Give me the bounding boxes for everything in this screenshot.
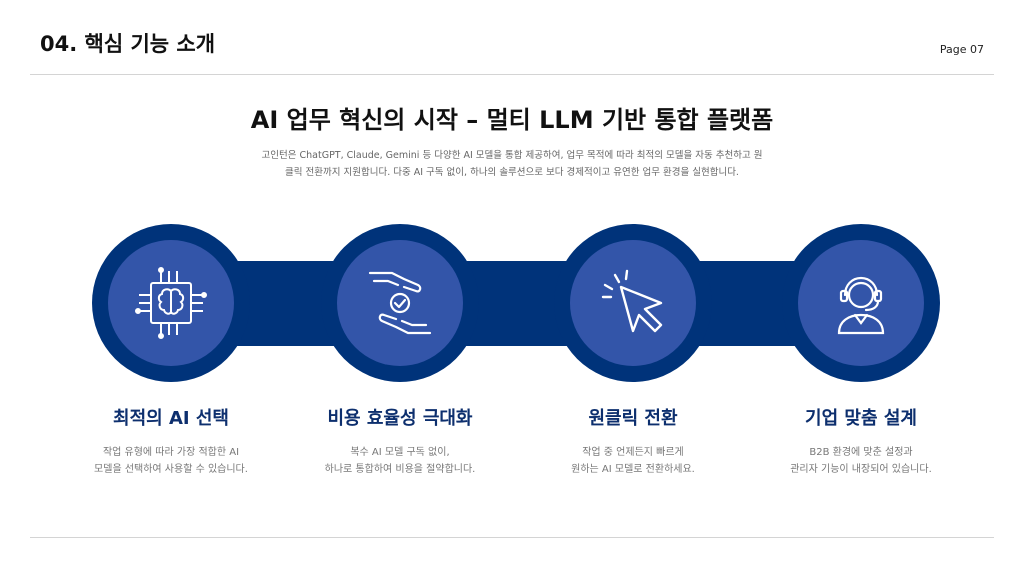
feature-title: 원클릭 전환 (588, 408, 678, 429)
page-number: Page 07 (939, 43, 984, 56)
feature-desc: 작업 유형에 따라 가장 적합한 AI 모델을 선택하여 사용할 수 있습니다. (41, 444, 301, 478)
desc-line: 하나로 통합하여 비용을 절약합니다. (324, 464, 476, 475)
feature-circle-4 (782, 224, 940, 382)
intro-line: 클릭 전환까지 지원합니다. 다중 AI 구독 없이, 하나의 솔루션으로 보다… (285, 167, 739, 178)
hands-check-icon (368, 271, 432, 335)
desc-line: 작업 중 언제든지 빠르게 (582, 447, 684, 458)
desc-line: 관리자 기능이 내장되어 있습니다. (790, 464, 932, 475)
desc-line: 모델을 선택하여 사용할 수 있습니다. (94, 464, 248, 475)
desc-line: 원하는 AI 모델로 전환하세요. (571, 464, 695, 475)
intro-text: 고인턴은 ChatGPT, Claude, Gemini 등 다양한 AI 모델… (230, 147, 794, 181)
feature-circle-2 (321, 224, 479, 382)
cursor-click-icon (601, 269, 663, 333)
desc-line: 작업 유형에 따라 가장 적합한 AI (102, 447, 240, 458)
connector-band (171, 261, 861, 346)
desc-line: B2B 환경에 맞춘 설정과 (809, 447, 913, 458)
section-title: 04. 핵심 기능 소개 (40, 32, 216, 56)
desc-line: 복수 AI 모델 구독 없이, (350, 447, 450, 458)
top-divider (30, 74, 994, 75)
bottom-divider (30, 537, 994, 538)
ai-chip-brain-icon (135, 267, 207, 339)
headline: AI 업무 혁신의 시작 – 멀티 LLM 기반 통합 플랫폼 (250, 106, 774, 134)
feature-title: 최적의 AI 선택 (113, 408, 229, 429)
feature-desc: 복수 AI 모델 구독 없이, 하나로 통합하여 비용을 절약합니다. (270, 444, 530, 478)
feature-circle-1 (92, 224, 250, 382)
feature-title: 기업 맞춤 설계 (805, 408, 917, 429)
feature-title: 비용 효율성 극대화 (327, 408, 473, 429)
headset-agent-icon (837, 276, 885, 335)
intro-line: 고인턴은 ChatGPT, Claude, Gemini 등 다양한 AI 모델… (261, 150, 763, 161)
feature-circle-3 (554, 224, 712, 382)
